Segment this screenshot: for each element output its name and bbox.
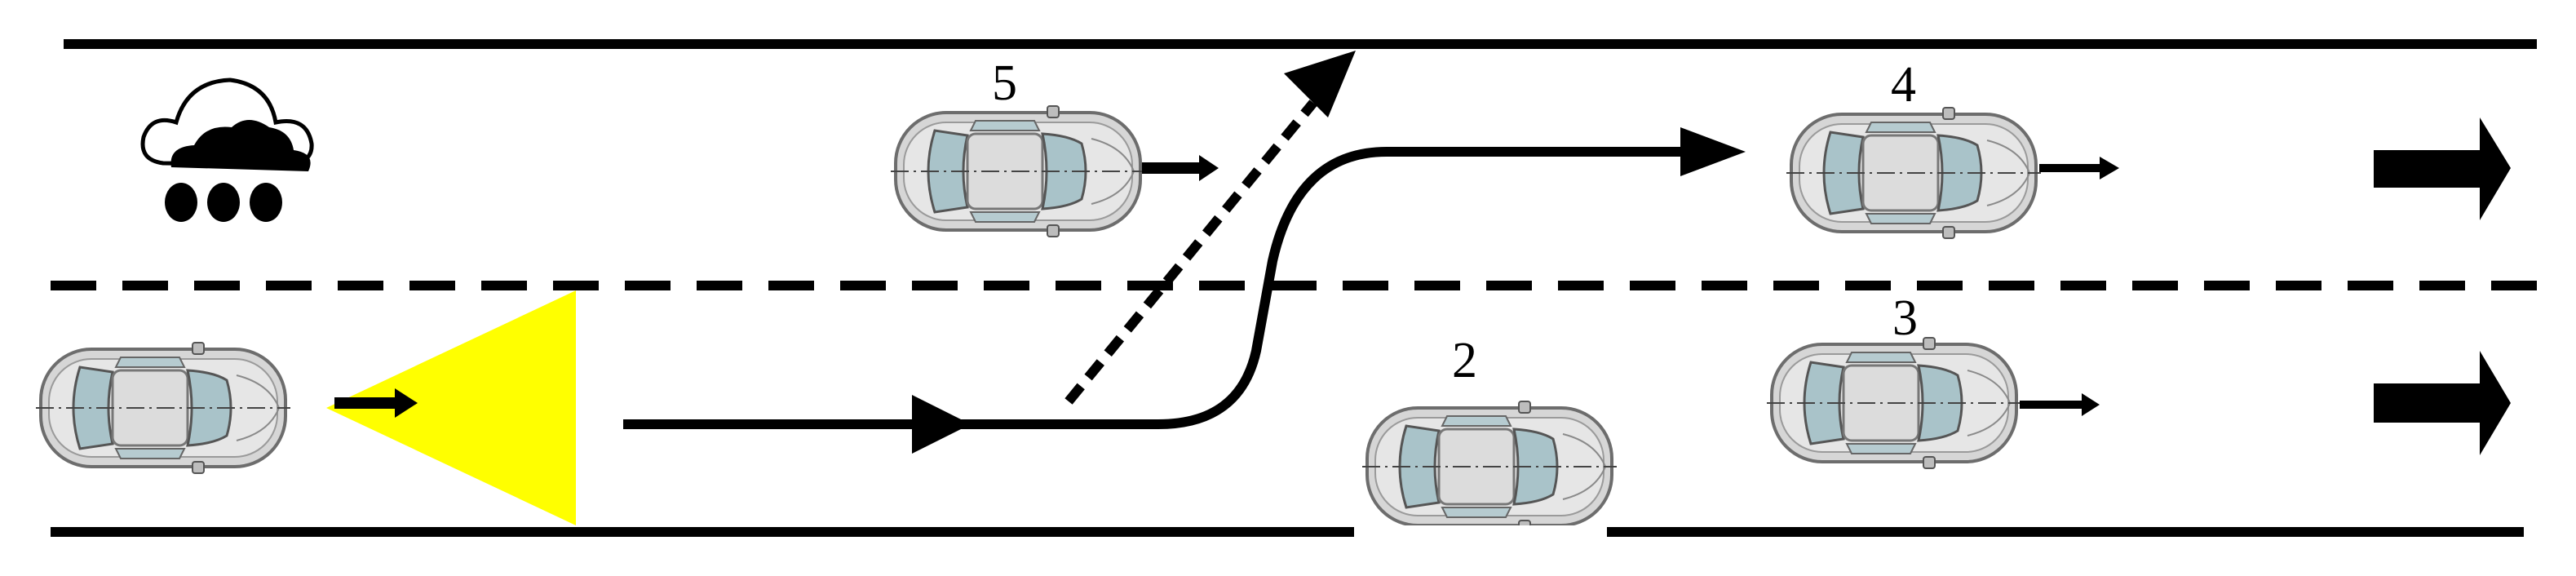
lane-direction-arrow-top (2374, 117, 2511, 220)
car-2 (1361, 400, 1618, 534)
lane-direction-arrow-bottom (2374, 351, 2511, 455)
trajectory-lane-change (623, 147, 1697, 429)
road-gap-patch (1354, 525, 1607, 538)
car-ego (34, 341, 292, 475)
velocity-arrow-car-5 (1142, 155, 1219, 181)
car-label-5: 5 (992, 55, 1017, 111)
trajectory-arrowhead-mid (912, 395, 971, 454)
trajectory-dashed-alternative (1064, 100, 1317, 405)
car-4 (1785, 106, 2043, 240)
car-label-4: 4 (1891, 57, 1916, 113)
car-label-3: 3 (1892, 290, 1918, 346)
car-label-2: 2 (1452, 333, 1477, 388)
velocity-arrow-ego (334, 388, 418, 418)
rain-cloud-icon (140, 78, 314, 222)
trajectory-arrowhead-end (1680, 127, 1746, 176)
car-5 (889, 104, 1147, 238)
velocity-arrow-car-4 (2039, 157, 2119, 179)
car-3 (1765, 336, 2023, 470)
sensor-cone (326, 290, 576, 525)
velocity-arrow-car-3 (2020, 393, 2100, 416)
dashed-trajectory-arrowhead (1284, 51, 1356, 117)
